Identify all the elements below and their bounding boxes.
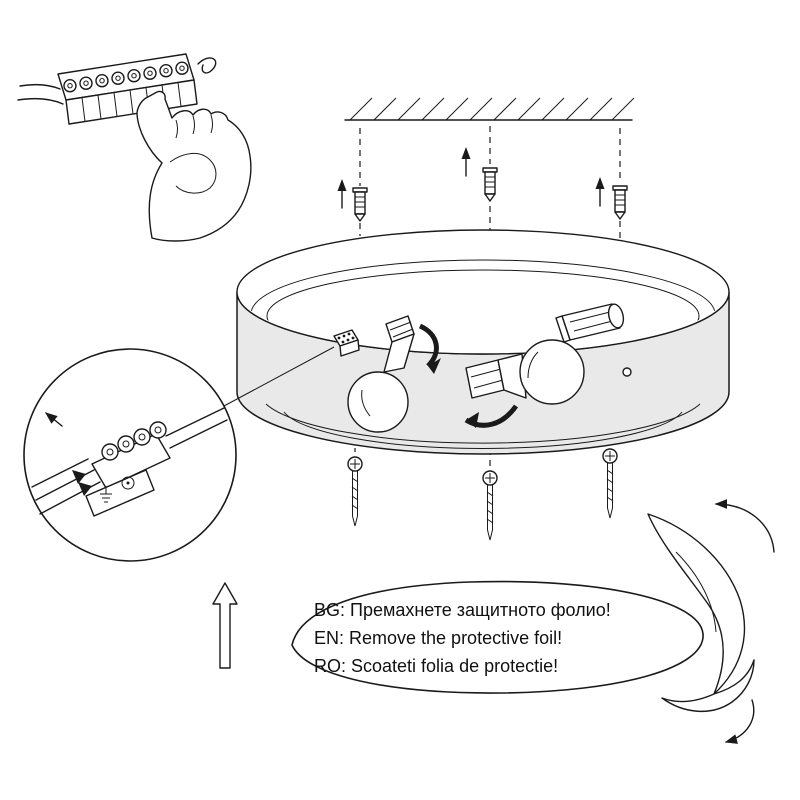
ceiling-hatch — [344, 97, 635, 121]
plate-hole — [622, 367, 632, 377]
light-bulb — [464, 339, 585, 428]
protective-foil — [647, 499, 775, 744]
wiring-detail-magnifier — [23, 346, 335, 562]
terminal-screws — [63, 61, 189, 93]
up-arrow-icon — [337, 179, 347, 209]
wall-plug-icon — [612, 185, 628, 220]
wall-plug-icon — [482, 167, 498, 202]
bottom-rim-groove — [283, 411, 683, 449]
wire-pigtail — [197, 57, 217, 74]
speech-bubble-shape — [291, 580, 704, 694]
bulb-neck — [497, 353, 527, 399]
hatch-marks — [349, 97, 635, 121]
wall-plug-icon — [352, 187, 368, 222]
empty-socket — [555, 303, 625, 343]
speech-bubble: BG: Премахнете защитното фолио! EN: Remo… — [291, 580, 704, 694]
wall-plugs — [352, 167, 628, 222]
magnifier-leader-line — [223, 346, 335, 407]
mounting-screws — [347, 448, 618, 541]
terminal-strip-hand — [17, 53, 252, 242]
wire-arrow-icon — [78, 482, 92, 496]
mains-cables — [31, 407, 228, 515]
bubble-line-bg: BG: Премахнете защитното фолио! — [314, 600, 611, 620]
base-plate-groove — [266, 269, 700, 352]
bulb-glass — [347, 371, 409, 433]
peel-rotation-arrow-icon — [714, 499, 775, 553]
fixture-top-rim — [236, 229, 730, 355]
bulb-neck — [383, 333, 415, 373]
label-plate — [85, 469, 155, 517]
wire-arrow-icon — [45, 412, 63, 427]
neutral-icon — [121, 476, 135, 490]
peel-rotation-arrow-icon — [724, 699, 755, 744]
wire — [17, 97, 64, 105]
ground-icon — [100, 486, 112, 503]
hand-icon — [136, 90, 252, 242]
screw-icon — [482, 470, 498, 541]
direction-arrows — [337, 147, 605, 209]
bubble-line-ro: RO: Scoateti folia de protectie! — [314, 656, 558, 676]
screw-icon — [602, 448, 618, 519]
rotation-arrow-icon — [418, 323, 439, 368]
light-bulb — [347, 315, 441, 433]
up-arrow-icon — [461, 147, 471, 177]
bottom-rim-groove — [265, 403, 701, 444]
terminal-connector-mini — [333, 329, 360, 357]
up-arrow-icon — [595, 177, 605, 207]
light-fixture-drum — [236, 229, 730, 455]
terminal-strip — [17, 53, 217, 125]
terminal-block-detail — [91, 421, 171, 489]
bulb-glass — [519, 339, 585, 405]
bubble-line-en: EN: Remove the protective foil! — [314, 628, 562, 648]
wire — [19, 83, 61, 90]
lift-up-arrow-icon — [212, 582, 238, 669]
wire-arrow-icon — [72, 470, 86, 484]
screw-icon — [347, 456, 363, 527]
